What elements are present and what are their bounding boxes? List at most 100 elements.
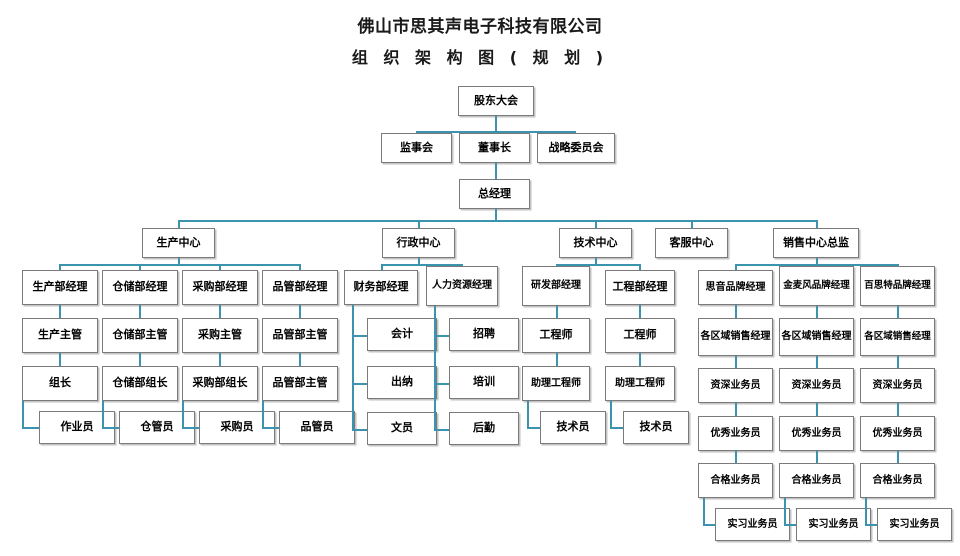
node-brand2-senior-sales[interactable]: 资深业务员 (779, 368, 854, 403)
connector-brand2-to-excellent (816, 403, 818, 416)
connector-brand3-intern-elbow (865, 524, 877, 526)
connector-pursup-to-lead (219, 353, 221, 366)
connector-whsup-to-lead (139, 353, 141, 366)
connector-drop-brand1 (735, 264, 737, 271)
node-warehouse-supervisor[interactable]: 仓储部主管 (102, 318, 178, 353)
connector-engmgr-to-engineer (639, 305, 641, 318)
connector-prodlead-drop (22, 401, 24, 429)
node-production-team-leader[interactable]: 组长 (22, 366, 98, 401)
node-tech-center[interactable]: 技术中心 (559, 228, 632, 258)
connector-brand1-to-region (735, 305, 737, 318)
connector-centers-bus (178, 220, 818, 222)
connector-prodmgr-to-sup (59, 305, 61, 318)
node-brand1-qualified-sales[interactable]: 合格业务员 (698, 463, 773, 498)
node-qc-supervisor[interactable]: 品管部主管 (262, 318, 338, 353)
node-engineering-assistant-engineer[interactable]: 助理工程师 (605, 366, 675, 401)
node-brand3-intern-sales[interactable]: 实习业务员 (877, 508, 952, 541)
connector-brand1-to-excellent (735, 403, 737, 416)
connector-drop-finance-mgr (381, 264, 383, 271)
connector-production-bus (59, 264, 301, 266)
connector-brand2-to-qualified (816, 451, 818, 463)
node-brand2-intern-sales[interactable]: 实习业务员 (796, 508, 871, 541)
connector-drop-admin-center (418, 220, 420, 229)
connector-hr-spine (434, 306, 436, 430)
node-service-center[interactable]: 客服中心 (655, 228, 728, 258)
node-accountant[interactable]: 会计 (367, 318, 437, 351)
node-recruitment[interactable]: 招聘 (449, 318, 519, 351)
connector-admin-bus (381, 264, 462, 266)
connector-brand2-intern-elbow (784, 524, 796, 526)
node-finance-manager[interactable]: 财务部经理 (344, 270, 418, 305)
connector-whlead-elbow (102, 427, 119, 429)
connector-hr-elbow-1 (434, 335, 449, 337)
node-production-manager[interactable]: 生产部经理 (22, 270, 98, 305)
node-brand2-excellent-sales[interactable]: 优秀业务员 (779, 416, 854, 451)
connector-qcsup-to-lead (299, 353, 301, 366)
node-engineering-engineer[interactable]: 工程师 (605, 318, 675, 353)
connector-drop-sales-center (816, 220, 818, 229)
node-general-manager[interactable]: 总经理 (459, 179, 530, 209)
node-strategy-committee[interactable]: 战略委员会 (537, 133, 615, 163)
node-engineering-technician[interactable]: 技术员 (623, 411, 689, 444)
node-brand3-senior-sales[interactable]: 资深业务员 (860, 368, 935, 403)
node-qc-team-leader[interactable]: 品管部主管 (262, 366, 338, 401)
node-sales-center-director[interactable]: 销售中心总监 (773, 228, 859, 258)
connector-drop-service-center (691, 220, 693, 229)
node-rd-engineer[interactable]: 工程师 (522, 318, 590, 353)
connector-purlead-elbow (182, 427, 199, 429)
node-rd-assistant-engineer[interactable]: 助理工程师 (522, 366, 590, 401)
node-brand1-intern-sales[interactable]: 实习业务员 (715, 508, 790, 541)
node-hr-manager[interactable]: 人力资源经理 (426, 266, 498, 306)
node-purchasing-team-leader[interactable]: 采购部组长 (182, 366, 258, 401)
node-brand2-qualified-sales[interactable]: 合格业务员 (779, 463, 854, 498)
connector-brand1-to-senior (735, 356, 737, 368)
node-brand1-excellent-sales[interactable]: 优秀业务员 (698, 416, 773, 451)
connector-brand3-to-region (897, 306, 899, 318)
node-brand3-qualified-sales[interactable]: 合格业务员 (860, 463, 935, 498)
node-purchasing-supervisor[interactable]: 采购主管 (182, 318, 258, 353)
node-training[interactable]: 培训 (449, 366, 519, 399)
node-engineering-manager[interactable]: 工程部经理 (605, 270, 675, 305)
node-qc-manager[interactable]: 品管部经理 (262, 270, 338, 305)
node-finance-clerk[interactable]: 文员 (367, 412, 437, 445)
connector-tech-bus (556, 264, 640, 266)
node-brand1-regional-sales-manager[interactable]: 各区域销售经理 (698, 318, 773, 356)
node-board-of-supervisors[interactable]: 监事会 (381, 133, 452, 163)
connector-whmgr-to-sup (139, 305, 141, 318)
connector-sales-stem (816, 258, 818, 266)
connector-drop-tech-center (595, 220, 597, 229)
node-warehouse-team-leader[interactable]: 仓储部组长 (102, 366, 178, 401)
node-warehouse-manager[interactable]: 仓储部经理 (102, 270, 178, 305)
node-shareholders-meeting[interactable]: 股东大会 (458, 86, 534, 116)
connector-shareholders-stem (495, 116, 497, 133)
node-brand2-manager[interactable]: 金麦风品牌经理 (779, 266, 854, 306)
connector-tech-stem (595, 258, 597, 266)
connector-brand3-to-senior (897, 356, 899, 368)
node-production-supervisor[interactable]: 生产主管 (22, 318, 98, 353)
node-brand2-regional-sales-manager[interactable]: 各区域销售经理 (779, 318, 854, 356)
node-rd-technician[interactable]: 技术员 (540, 411, 606, 444)
connector-purmgr-to-sup (219, 305, 221, 318)
connector-whlead-drop (102, 401, 104, 429)
connector-brand3-to-qualified (897, 451, 899, 463)
node-brand1-manager[interactable]: 思音品牌经理 (698, 270, 773, 305)
node-brand3-manager[interactable]: 百思特品牌经理 (860, 266, 935, 306)
node-brand3-excellent-sales[interactable]: 优秀业务员 (860, 416, 935, 451)
node-rd-manager[interactable]: 研发部经理 (522, 266, 590, 306)
connector-engeng-to-assistant (639, 353, 641, 366)
node-chairman[interactable]: 董事长 (459, 133, 530, 163)
connector-engasst-drop (610, 401, 612, 429)
node-purchasing-manager[interactable]: 采购部经理 (182, 270, 258, 305)
connector-brand2-to-region (816, 306, 818, 318)
node-logistics[interactable]: 后勤 (449, 412, 519, 445)
node-qc-inspector[interactable]: 品管员 (279, 411, 355, 444)
node-admin-center[interactable]: 行政中心 (382, 228, 455, 258)
node-cashier[interactable]: 出纳 (367, 366, 437, 399)
node-brand3-regional-sales-manager[interactable]: 各区域销售经理 (860, 318, 935, 356)
connector-finance-elbow-2 (352, 383, 367, 385)
node-production-center[interactable]: 生产中心 (142, 228, 215, 258)
node-brand1-senior-sales[interactable]: 资深业务员 (698, 368, 773, 403)
connector-qclead-elbow (262, 427, 279, 429)
connector-drop-prod-mgr (59, 264, 61, 271)
